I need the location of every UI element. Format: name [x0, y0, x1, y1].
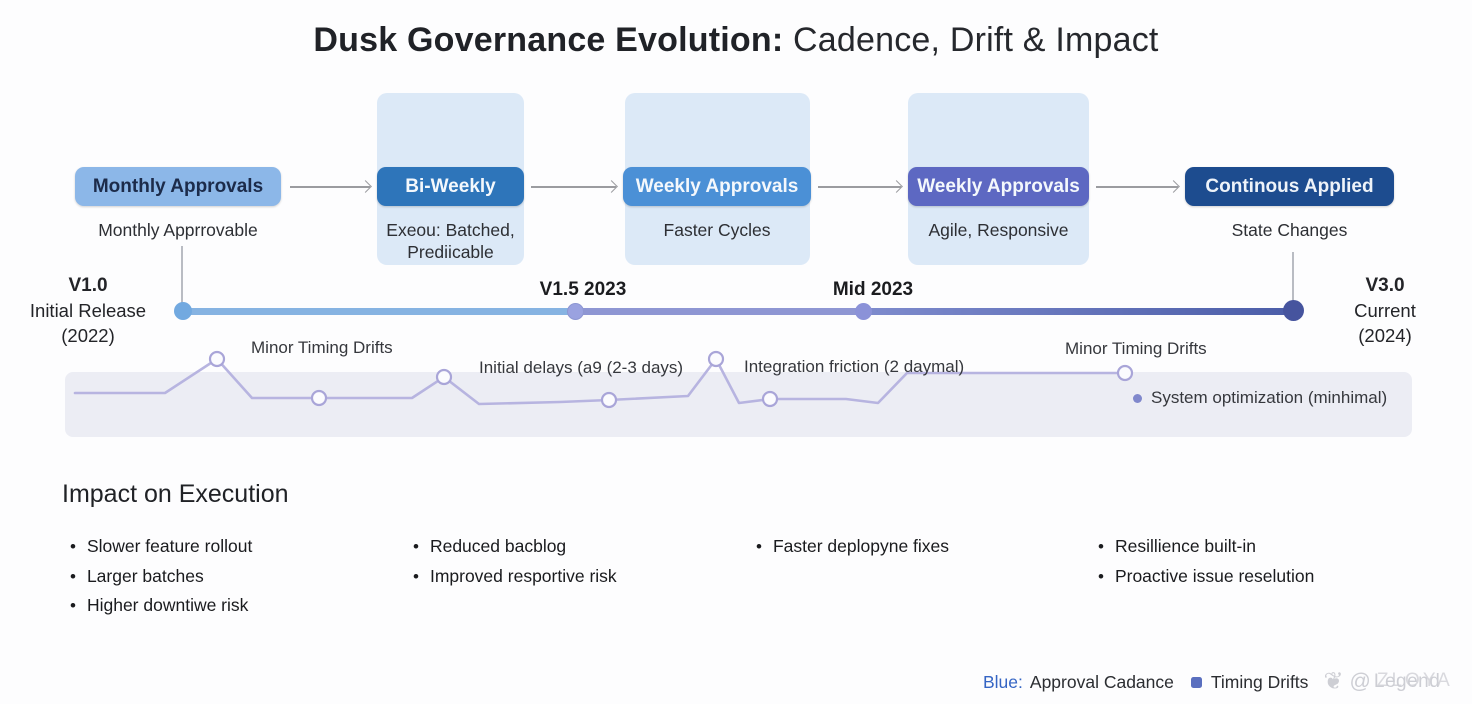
watermark-text-overlay: ZLOYA — [1376, 670, 1453, 691]
timeline-segment-1 — [183, 308, 576, 315]
stage-subtitle-3: Faster Cycles — [663, 220, 771, 240]
impact-item-text: Larger batches — [86, 565, 204, 586]
watermark-text: Legend ZLOYA — [1373, 670, 1450, 693]
bullet-icon: • — [413, 537, 419, 556]
impact-item: • Proactive issue reselution — [1098, 562, 1314, 592]
legend-timing-drifts-label: Timing Drifts — [1210, 671, 1309, 692]
timeline-end-version: V3.0 — [1365, 275, 1405, 296]
legend-blue-label: Blue: — [983, 671, 1023, 692]
timeline-start-label: V1.0 Initial Release (2022) — [10, 273, 166, 348]
timeline-end-label: V3.0 Current (2024) — [1318, 273, 1452, 348]
timeline-milestone-label-1: V1.5 2023 — [539, 279, 627, 300]
impact-item-text: Improved resportive risk — [429, 565, 617, 586]
watermark: ❦ @ Legend ZLOYA — [1323, 668, 1450, 695]
impact-item: • Larger batches — [70, 562, 252, 592]
stage-pill-monthly-approvals: Monthly Approvals — [75, 167, 281, 206]
timeline-start-name: Initial Release — [29, 300, 147, 321]
impact-column-1: •Slower feature rollout •Larger batches … — [70, 532, 252, 621]
timeline-dot-mid2023 — [855, 303, 872, 320]
impact-item: • Faster deplopyne fixes — [756, 532, 949, 562]
impact-item-text: Reduced bacblog — [429, 536, 567, 556]
legend-square-icon — [1190, 676, 1202, 688]
stage-pill-biweekly: Bi-Weekly — [377, 167, 524, 206]
stage-subtitle-5: State Changes — [1231, 220, 1348, 240]
impact-item-text: Faster deplopyne fixes — [772, 536, 950, 556]
drift-label-minor-1: Minor Timing Drifts — [251, 338, 393, 357]
connector-line-end — [1292, 252, 1294, 303]
drift-label-integration-friction: Integration friction (2 daymal) — [744, 357, 965, 376]
stage-subtitle-4: Agile, Responsive — [928, 220, 1069, 240]
bullet-icon: • — [70, 596, 76, 615]
impact-item: • Reduced bacblog — [413, 532, 617, 562]
stage-pill-continous-applied: Continous Applied — [1185, 167, 1394, 206]
timeline-segment-3 — [864, 308, 1294, 315]
impact-heading: Impact on Execution — [62, 480, 289, 508]
diamond-icon: ❦ — [1323, 668, 1344, 695]
at-sign-icon: @ — [1349, 670, 1371, 693]
title-main: Dusk Governance Evolution: — [313, 21, 784, 59]
impact-item: • Resillience built-in — [1098, 532, 1314, 562]
timeline-dot-v1 — [174, 302, 192, 320]
bullet-icon: • — [756, 537, 762, 556]
impact-item: • Higher downtiwe risk — [70, 591, 252, 621]
timeline-start-year: (2022) — [61, 325, 115, 346]
impact-item: • Improved resportive risk — [413, 562, 617, 592]
drift-note-text: System optimization (minhimal) — [1151, 388, 1388, 407]
legend-bar: Blue: Approval Cadance Timing Drifts ❦ @… — [983, 668, 1450, 696]
impact-item-text: Proactive issue reselution — [1114, 565, 1315, 586]
bullet-icon: • — [70, 566, 76, 586]
timeline-end-year: (2024) — [1358, 325, 1412, 346]
impact-column-4: • Resillience built-in • Proactive issue r… — [1098, 532, 1314, 591]
impact-item-text: Higher downtiwe risk — [86, 595, 249, 615]
drift-label-minor-2: Minor Timing Drifts — [1065, 339, 1207, 358]
drift-label-initial-delays: Initial delays (a9 (2-3 days) — [479, 358, 684, 377]
connector-line-start — [181, 246, 183, 304]
impact-item-text: Slower feature rollout — [86, 536, 253, 556]
stage-pill-weekly-approvals-1: Weekly Approvals — [623, 167, 811, 206]
title-sub: Cadence, Drift & Impact — [783, 21, 1159, 59]
arrow-right-icon — [818, 186, 901, 188]
arrow-right-icon — [1096, 186, 1178, 188]
bullet-icon: • — [1098, 537, 1104, 556]
stage-subtitle-1: Monthly Apprrovable — [98, 220, 258, 240]
stage-pill-weekly-approvals-2: Weekly Approvals — [908, 167, 1089, 206]
bullet-icon: • — [413, 566, 419, 586]
arrow-right-icon — [531, 186, 616, 188]
impact-column-2: • Reduced bacblog • Improved resportive ri… — [413, 532, 617, 591]
bullet-dot-icon — [1133, 393, 1142, 403]
timeline-start-version: V1.0 — [68, 275, 108, 296]
impact-item-text: Resillience built-in — [1114, 536, 1256, 556]
impact-item: • Slower feature rollout — [70, 532, 252, 562]
timeline-dot-v3 — [1283, 300, 1304, 321]
timeline-segment-2 — [576, 308, 864, 315]
bullet-icon: • — [1098, 566, 1104, 586]
timeline-end-name: Current — [1354, 300, 1416, 321]
legend-approval-cadence-label: Approval Cadance — [1029, 671, 1174, 692]
drift-note: System optimization (minhimal) — [1133, 388, 1387, 408]
watermark-text-legend: Legend — [1373, 671, 1441, 692]
arrow-right-icon — [290, 186, 370, 188]
stage-subtitle-2: Exeou: Batched, Prediicable — [386, 220, 515, 262]
page-title: Dusk Governance Evolution: Cadence, Drif… — [0, 21, 1472, 60]
impact-column-3: • Faster deplopyne fixes — [756, 532, 949, 562]
timeline-milestone-label-2: Mid 2023 — [832, 279, 914, 300]
timeline-dot-v15 — [567, 303, 584, 320]
bullet-icon: • — [70, 537, 76, 556]
